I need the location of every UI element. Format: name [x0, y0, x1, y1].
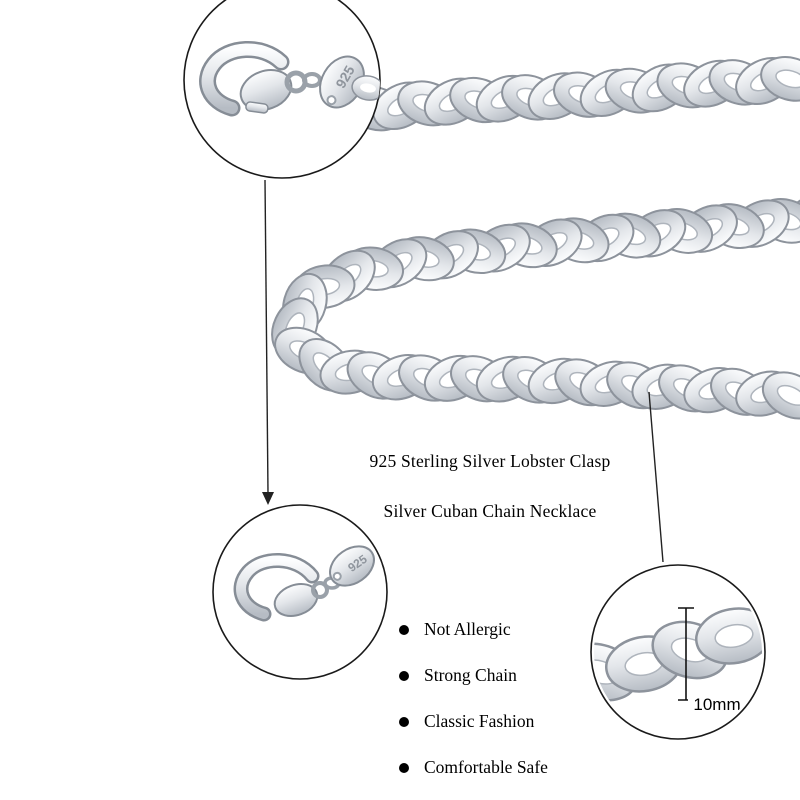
bullet-icon — [399, 716, 409, 727]
feature-item: Comfortable Safe — [399, 757, 548, 778]
feature-label: Strong Chain — [424, 665, 517, 685]
clasp-hook — [201, 43, 287, 114]
connector-link — [302, 72, 322, 88]
chain-closeup: 10mm — [594, 607, 762, 716]
bullet-icon — [399, 624, 409, 635]
arrow-head-icon — [262, 492, 274, 505]
connector-ring — [311, 581, 329, 599]
clasp-body — [239, 69, 293, 111]
feature-label: Not Allergic — [424, 619, 511, 639]
feature-label: Classic Fashion — [424, 711, 535, 731]
feature-item: Strong Chain — [399, 665, 548, 686]
feature-list: Not Allergic Strong Chain Classic Fashio… — [399, 619, 548, 778]
measurement-label-bg — [688, 692, 746, 716]
closeup-links — [594, 607, 762, 702]
feature-label: Comfortable Safe — [424, 757, 548, 777]
bullet-icon — [399, 762, 409, 773]
feature-item: Classic Fashion — [399, 711, 548, 732]
product-title-line1: 925 Sterling Silver Lobster Clasp — [369, 451, 611, 471]
clasp-tag: 925 — [319, 55, 365, 109]
feature-item: Not Allergic — [399, 619, 548, 640]
necklace-chain — [271, 56, 800, 420]
leader-line-chain-zoom — [648, 391, 664, 563]
chain-width-label: 10mm — [693, 695, 740, 714]
closeup-link-hole — [360, 83, 376, 93]
clasp-body — [273, 583, 319, 617]
lobster-clasp-closeup-bottom: 925 — [233, 545, 375, 622]
lobster-clasp-closeup-top: 925 — [199, 41, 380, 117]
product-title-line2: Silver Cuban Chain Necklace — [383, 501, 597, 521]
arrow-line — [264, 179, 269, 494]
clasp-trigger — [245, 101, 269, 114]
clasp-tag: 925 — [329, 545, 375, 587]
clasp-hook — [236, 555, 317, 619]
bullet-icon — [399, 670, 409, 681]
